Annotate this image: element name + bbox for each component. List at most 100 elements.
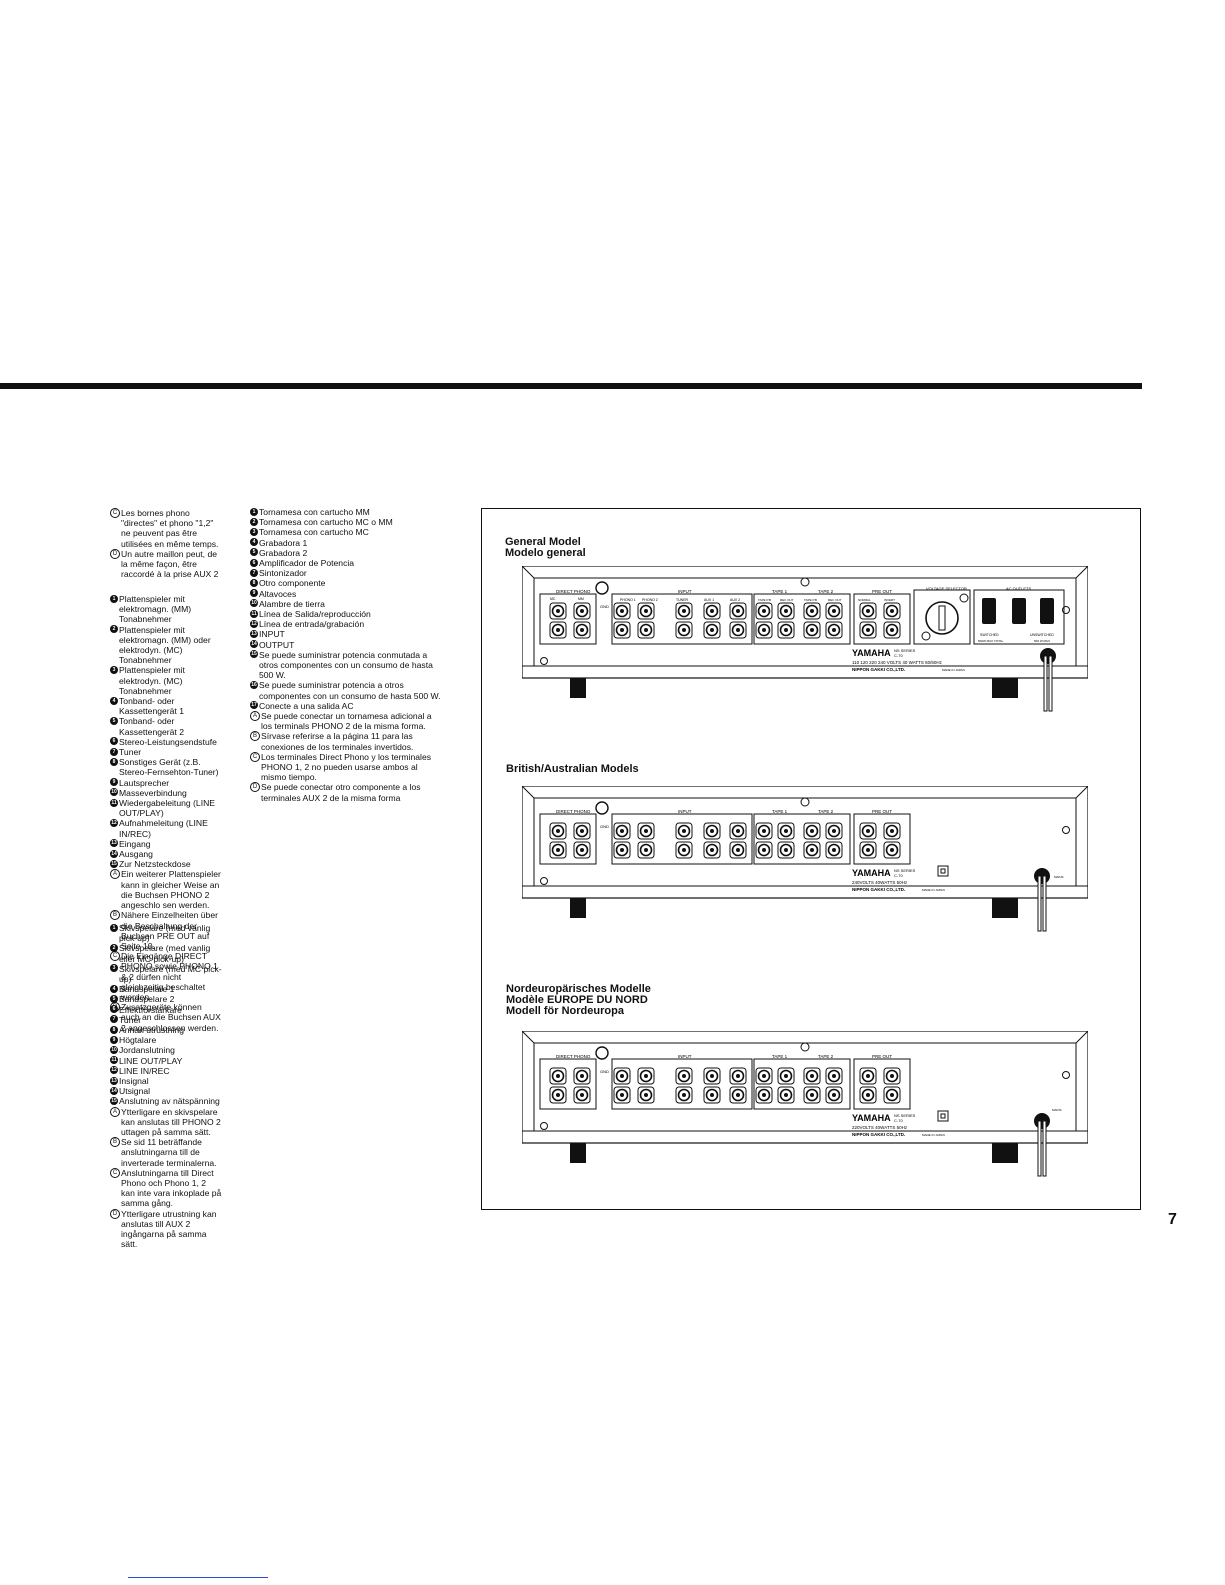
svg-text:YAMAHA: YAMAHA (852, 868, 891, 878)
tape-section: TAPE 1 TAPE 2 TAPE P.B REC OUT TAPE P.B … (753, 589, 851, 645)
svg-text:PHONO 1: PHONO 1 (620, 598, 636, 602)
amplifier-chassis (522, 1031, 1088, 1144)
svg-text:INPUT: INPUT (678, 1054, 692, 1059)
svg-text:PRE OUT: PRE OUT (872, 809, 892, 814)
general-model-heading: General Model Modelo general (505, 536, 586, 559)
svg-text:PHONO 2: PHONO 2 (642, 598, 658, 602)
svg-text:110 120 220 240 VOLTS 40 WATT: 110 120 220 240 VOLTS 40 WATTS 50/60Hz (852, 660, 943, 665)
svg-text:220VOLTS 40WATTS 50Hz: 220VOLTS 40WATTS 50Hz (852, 1125, 908, 1130)
svg-text:NIPPON GAKKI CO.,LTD.: NIPPON GAKKI CO.,LTD. (852, 1132, 905, 1137)
pre-out-section: PRE OUT (853, 1054, 911, 1110)
svg-text:VOLTAGE SELECTOR: VOLTAGE SELECTOR (926, 586, 967, 591)
amplifier-chassis (522, 786, 1088, 899)
tape-section: TAPE 1 TAPE 2 (753, 1054, 851, 1110)
pre-out-section: PRE OUT (853, 809, 911, 865)
svg-text:C-70: C-70 (894, 1118, 903, 1123)
svg-text:MAINS: MAINS (1054, 875, 1064, 879)
svg-text:REC OUT: REC OUT (780, 598, 794, 602)
svg-text:UNSWITCHED: UNSWITCHED (1030, 633, 1054, 637)
svg-text:TAPE 1: TAPE 1 (772, 809, 788, 814)
rear-panel-general: DIRECT PHONO MC MM GND INPUT PHONO 1 PHO… (522, 566, 1088, 712)
svg-text:TAPE P.B: TAPE P.B (758, 598, 771, 602)
svg-text:YAMAHA: YAMAHA (852, 648, 891, 658)
amplifier-chassis (522, 566, 1088, 679)
voltage-selector: VOLTAGE SELECTOR (913, 586, 971, 645)
direct-phono-section: DIRECT PHONO GND (539, 1054, 609, 1110)
svg-text:500 W MAX: 500 W MAX (1034, 639, 1050, 643)
svg-text:AC OUTLETS: AC OUTLETS (1006, 586, 1031, 591)
rear-panel-british: DIRECT PHONO GND INPUT TAPE 1 TAPE 2 PRE… (522, 786, 1088, 932)
svg-text:PRE OUT: PRE OUT (872, 589, 892, 594)
svg-text:NIPPON GAKKI CO.,LTD.: NIPPON GAKKI CO.,LTD. (852, 667, 905, 672)
svg-text:NIPPON GAKKI CO.,LTD.: NIPPON GAKKI CO.,LTD. (852, 887, 905, 892)
svg-text:DIRECT PHONO: DIRECT PHONO (556, 809, 591, 814)
connection-diagram-frame (481, 508, 1141, 1210)
feet-and-power-cord (570, 1113, 1050, 1177)
feet-and-power-cord (570, 648, 1056, 712)
svg-text:TAPE 1: TAPE 1 (772, 589, 788, 594)
tape-section: TAPE 1 TAPE 2 (753, 809, 851, 865)
svg-text:NS SERIES: NS SERIES (894, 868, 916, 873)
svg-text:C-70: C-70 (894, 653, 903, 658)
svg-text:TAPE 2: TAPE 2 (818, 589, 834, 594)
svg-text:GND: GND (600, 824, 609, 829)
input-section: INPUT (611, 809, 753, 865)
svg-text:240VOLTS 40WATTS 50Hz: 240VOLTS 40WATTS 50Hz (852, 880, 908, 885)
feet-and-power-cord (570, 868, 1050, 932)
svg-text:YAMAHA: YAMAHA (852, 1113, 891, 1123)
direct-phono-section: DIRECT PHONO GND (539, 809, 609, 865)
svg-text:INVERT: INVERT (884, 598, 895, 602)
svg-text:DIRECT PHONO: DIRECT PHONO (556, 1054, 591, 1059)
rear-panel-nordic: DIRECT PHONO GND INPUT TAPE 1 TAPE 2 PRE… (522, 1031, 1088, 1177)
svg-text:C-70: C-70 (894, 873, 903, 878)
ac-outlets: AC OUTLETS SWITCHED UNSWITCHED 500W MAX … (973, 586, 1065, 645)
header-rule (0, 383, 1142, 389)
svg-text:AUX 2: AUX 2 (730, 598, 740, 602)
svg-text:TAPE 2: TAPE 2 (818, 1054, 834, 1059)
svg-text:NS SERIES: NS SERIES (894, 1113, 916, 1118)
input-section: INPUT PHONO 1 PHONO 2 TUNER AUX 1 AUX 2 (611, 589, 753, 645)
